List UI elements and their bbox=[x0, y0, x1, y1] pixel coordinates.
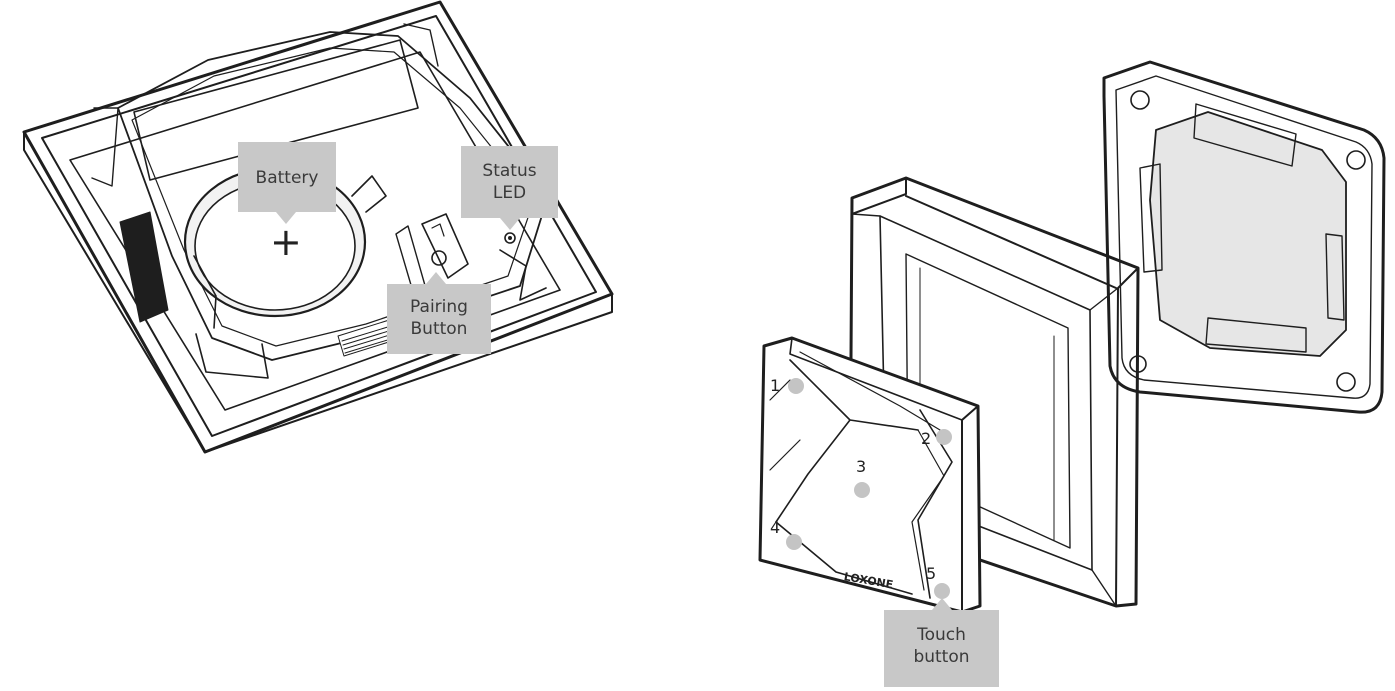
touch-panel bbox=[758, 336, 982, 614]
battery-callout-pointer bbox=[276, 212, 296, 224]
pairing-button-callout: Pairing Button bbox=[387, 284, 491, 354]
touch-dot-5 bbox=[934, 583, 950, 599]
status-led-callout: Status LED bbox=[461, 146, 558, 218]
touch-point-number-2: 2 bbox=[921, 429, 932, 448]
touch-button-callout: Touch button bbox=[884, 610, 999, 687]
opened-device-rear bbox=[22, 0, 614, 454]
battery-label: Battery bbox=[255, 168, 319, 188]
pairing-callout-pointer bbox=[426, 272, 446, 284]
status-led-label-line-1: Status bbox=[482, 161, 537, 181]
touch-point-number-5: 5 bbox=[926, 564, 937, 583]
pairing-button-label-line-2: Button bbox=[410, 319, 468, 339]
touch-dot-2 bbox=[936, 429, 952, 445]
touch-point-number-3: 3 bbox=[856, 457, 867, 476]
touch-dots bbox=[786, 378, 952, 599]
battery-plus-sign: + bbox=[270, 220, 302, 264]
touch-point-number-4: 4 bbox=[770, 518, 781, 537]
battery-callout: Battery bbox=[238, 142, 336, 212]
touch-point-number-1: 1 bbox=[770, 376, 781, 395]
mounting-plate bbox=[1102, 60, 1386, 414]
status-led-callout-pointer bbox=[500, 218, 520, 230]
touch-dot-4 bbox=[786, 534, 802, 550]
touch-button-label-line-2: button bbox=[913, 647, 970, 667]
touch-dot-3 bbox=[854, 482, 870, 498]
pairing-button-label-line-1: Pairing bbox=[410, 297, 468, 317]
touch-button-label-line-1: Touch bbox=[917, 625, 966, 645]
status-led-label-line-2: LED bbox=[492, 183, 527, 203]
touch-dot-1 bbox=[788, 378, 804, 394]
touch-button-callout-pointer bbox=[932, 598, 952, 610]
